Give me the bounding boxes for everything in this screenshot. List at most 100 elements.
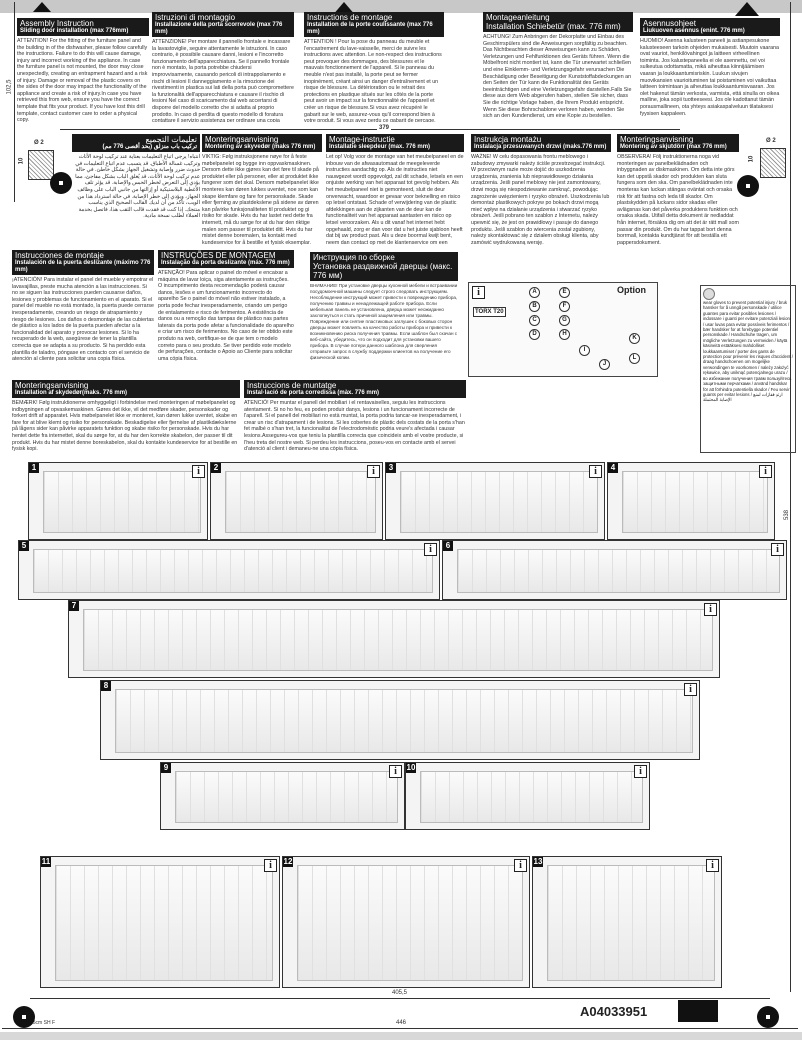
step-number: 12 (283, 857, 293, 867)
part-label: L (629, 353, 640, 364)
dimension-line (60, 129, 680, 130)
drill-point-marker (757, 1006, 779, 1028)
block-subtitle: Installazione della porta scorrevole (ma… (155, 22, 283, 35)
step-panel: 12 i (282, 856, 530, 988)
dimension-top-width: 379 (377, 125, 392, 132)
step-illustration (225, 471, 376, 533)
info-icon: i (759, 465, 772, 478)
dimension-left-height: 102,5 (6, 79, 13, 95)
step-number: 9 (161, 763, 171, 773)
step-illustration (175, 771, 398, 823)
block-subtitle: Montering av skjutdörr (max 776 mm) (620, 144, 727, 150)
block-title: Instrucciones de montaje (15, 251, 104, 260)
drill-point-marker (50, 172, 72, 194)
block-title: Montage-instructie (329, 135, 395, 144)
block-text: ATTENTION! For the fitting of the furnit… (17, 38, 148, 124)
block-text: BEMÆRK! Følg instruktionerne omhyggeligt… (12, 400, 238, 453)
block-subtitle: Instalación de la puerta deslizante (máx… (15, 260, 151, 273)
arrow-up-icon (735, 2, 759, 16)
block-title: Instructions de montage (307, 13, 393, 22)
block-title: Instrukcja montażu (474, 135, 542, 144)
block-title: Monteringsanvisning (205, 135, 279, 144)
block-subtitle: Liukuoven asennus (enint. 776 mm) (643, 28, 745, 34)
block-title: Asennusohjeet (643, 19, 696, 28)
info-icon: i (424, 543, 437, 556)
step-number: 10 (406, 763, 416, 773)
step-number: 7 (69, 601, 79, 611)
block-text: HUOMIO! Asenna kalusteen paneeli ja asti… (640, 38, 780, 117)
block-text: ATENCIÓ! Per muntar el panell del mobili… (244, 400, 465, 453)
block-subtitle: Installatie sleepdeur (max. 776 mm) (329, 144, 431, 150)
drill-diameter: Ø 2 (34, 140, 44, 146)
block-text: ¡ATENCIÓN! Para instalar el panel del mu… (12, 277, 154, 363)
info-icon: i (704, 603, 717, 616)
bottom-band (0, 1032, 802, 1040)
step-illustration (115, 689, 693, 753)
step-number: 5 (19, 541, 29, 551)
dimension-bottom-width: 405,5 (392, 990, 408, 996)
gloves-icon (703, 288, 715, 300)
option-label: Option (617, 285, 646, 295)
part-label: J (599, 359, 610, 370)
info-icon: i (472, 286, 485, 299)
block-text: ATENÇÃO! Para aplicar o painel do móvel … (158, 270, 294, 362)
block-text: Let op! Volg voor de montage van het meu… (326, 154, 464, 246)
block-text: ATTENZIONE! Per montare il pannello fron… (152, 39, 294, 122)
step-illustration (547, 865, 715, 981)
step-illustration (457, 549, 780, 593)
info-icon: i (589, 465, 602, 478)
block-text: ACHTUNG! Zum Anbringen der Dekorplatte u… (483, 34, 632, 120)
step-number: 4 (608, 463, 618, 473)
dimension-line (30, 998, 770, 999)
info-icon: i (706, 859, 719, 872)
step-illustration (622, 471, 768, 533)
drill-depth: 10 (18, 157, 25, 165)
block-title: Monteringsanvisning (15, 381, 89, 390)
top-band (0, 0, 802, 13)
block-text: OBSERVERA! Följ instruktionerna noga vid… (617, 154, 739, 246)
part-label: A (529, 287, 540, 298)
arrow-up-icon (33, 2, 51, 12)
part-label: G (559, 315, 570, 326)
step-illustration (420, 771, 643, 823)
block-title: INSTRUÇÕES DE MONTAGEM (161, 251, 276, 260)
step-illustration (83, 609, 713, 671)
block-subtitle: Установка раздвижной дверцы (макс. 776 м… (313, 262, 453, 280)
part-label: E (559, 287, 570, 298)
step-illustration (33, 549, 433, 593)
block-title: Montageanleitung (486, 13, 550, 22)
block-title: Инструкция по сборке (313, 253, 395, 262)
dimension-line (14, 2, 15, 202)
block-text: WAŻNE! W celu dopasowania frontu meblowe… (471, 154, 610, 246)
drill-diameter: Ø 2 (766, 138, 776, 144)
block-subtitle: تركيب باب منزلق (بحد أقصى 776 مم) (102, 144, 197, 150)
recycle-icon (678, 1000, 718, 1022)
info-icon: i (264, 859, 277, 872)
block-title: Instruccions de muntatge (247, 381, 337, 390)
part-label: F (559, 301, 570, 312)
block-title: تعليمات التجميع (145, 135, 198, 144)
part-label: D (529, 329, 540, 340)
info-icon: i (514, 859, 527, 872)
info-icon: i (684, 683, 697, 696)
part-label: C (529, 315, 540, 326)
block-text: انتباه! يرجى اتباع التعليمات بعناية عند … (75, 154, 200, 220)
step-number: 8 (101, 681, 111, 691)
